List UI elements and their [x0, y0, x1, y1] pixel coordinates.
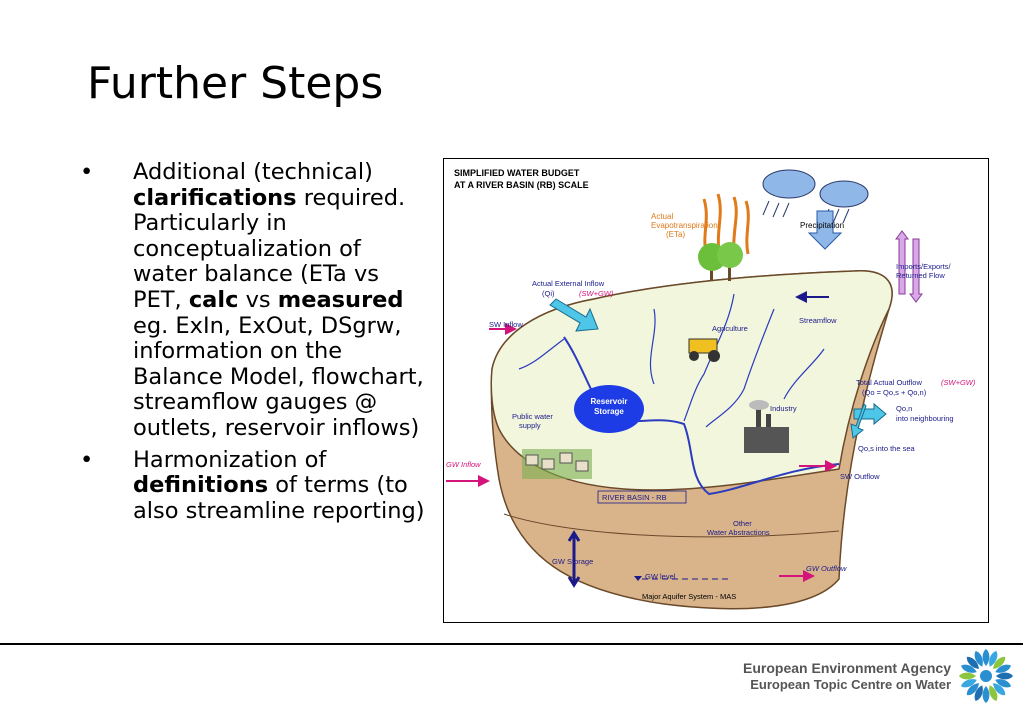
logo-petal [974, 651, 983, 667]
gw-storage-label: GW Storage [552, 557, 593, 566]
sw-inflow-label: SW Inflow [489, 320, 523, 329]
imports-label-2: Returned Flow [896, 271, 945, 280]
external-inflow-label-2: (Qi) [542, 289, 555, 298]
total-outflow-label: Total Actual Outflow [856, 378, 922, 387]
precipitation-label: Precipitation [800, 221, 844, 230]
centre-name: European Topic Centre on Water [750, 677, 951, 692]
bullet-bold-text: calc [188, 286, 239, 313]
bullet-text: Harmonization of [133, 446, 327, 473]
factory-icon [744, 400, 789, 453]
logo-petal [995, 679, 1011, 688]
public-water-label-2: supply [519, 421, 541, 430]
outflow-arrow-sea [850, 403, 867, 439]
bullet-dot: • [80, 159, 94, 185]
bullet-text: of terms (to also streamline reporting) [133, 472, 425, 524]
external-inflow-swgw: (SW+GW) [579, 289, 614, 298]
logo-petal [961, 664, 977, 673]
logo-petal [961, 679, 977, 688]
public-water-label-1: Public water [512, 412, 553, 421]
reservoir-label-1: Reservoir [591, 397, 628, 406]
logo-petal [966, 683, 979, 696]
water-budget-diagram: Reservoir Storage [443, 158, 989, 623]
agriculture-label: Agriculture [712, 324, 748, 333]
logo-petal [966, 656, 979, 669]
external-inflow-label-1: Actual External Inflow [532, 279, 605, 288]
eta-label-1: Actual [651, 212, 673, 221]
river-basin-label: RIVER BASIN - RB [602, 493, 667, 502]
other-label-2: Water Abstractions [707, 528, 770, 537]
tractor-icon [688, 338, 720, 362]
external-inflow-arrow [549, 298, 599, 332]
eta-label-3: (ETa) [666, 230, 685, 239]
qos-label: Qo,s into the sea [858, 444, 916, 453]
bullet-text: Additional (technical) [133, 159, 373, 185]
agency-name: European Environment Agency [743, 660, 951, 676]
reservoir-label-2: Storage [594, 407, 624, 416]
slide-title: Further Steps [87, 58, 384, 109]
bullet-list: • Additional (technical) clarifications r… [80, 159, 425, 530]
total-outflow-swgw: (SW+GW) [941, 378, 976, 387]
logo-petal [959, 672, 976, 680]
logo-petal [974, 685, 983, 701]
bullet-bold-text: measured [277, 286, 404, 313]
bullet-text: eg. ExIn, ExOut, DSgrw, information on t… [133, 312, 424, 441]
imports-exports-arrows [895, 230, 923, 303]
reservoir [574, 385, 644, 433]
logo-petal [982, 649, 990, 666]
eta-label-2: Evapotranspiration [651, 221, 718, 230]
industry-label: Industry [770, 404, 797, 413]
bullet-text: vs [238, 286, 278, 313]
gw-inflow-label: GW Inflow [446, 460, 481, 469]
qon-label-1: Qo,n [896, 404, 912, 413]
logo-petal [989, 651, 998, 667]
qon-label-2: into neighbouring [896, 414, 954, 423]
logo-petal [993, 683, 1006, 696]
bullet-bold-text: definitions [133, 472, 269, 499]
footer-divider [0, 643, 1023, 645]
logo-petal [989, 685, 998, 701]
bullet-dot: • [80, 446, 94, 473]
bullet-item: • Additional (technical) clarifications r… [80, 159, 425, 442]
precipitation-arrow [807, 210, 843, 250]
bullet-item: • Harmonization of definitions of terms (… [80, 446, 425, 525]
sw-outflow-label: SW Outflow [840, 472, 880, 481]
gw-outflow-label: GW Outflow [806, 564, 847, 573]
logo-petal [993, 656, 1006, 669]
bullet-text: required. Particularly in conceptualizat… [133, 184, 406, 313]
tree-icon [698, 242, 743, 281]
other-label-1: Other [733, 519, 752, 528]
cloud-icon [762, 169, 869, 224]
houses-icon [522, 449, 592, 479]
gw-level-label: GW level [645, 572, 676, 581]
streamflow-label: Streamflow [799, 316, 837, 325]
qo-equation: (Qo = Qo,s + Qo,n) [862, 388, 927, 397]
diagram-title-1: SIMPLIFIED WATER BUDGET [454, 168, 580, 178]
logo-petal [982, 686, 990, 703]
logo-petal [996, 672, 1013, 680]
imports-label-1: Imports/Exports/ [896, 262, 952, 271]
eea-logo-icon [958, 648, 1014, 704]
diagram-title-2: AT A RIVER BASIN (RB) SCALE [454, 180, 589, 190]
bullet-bold-text: clarifications [133, 184, 297, 211]
logo-petal [995, 664, 1011, 673]
aquifer-label: Major Aquifer System - MAS [642, 592, 736, 601]
